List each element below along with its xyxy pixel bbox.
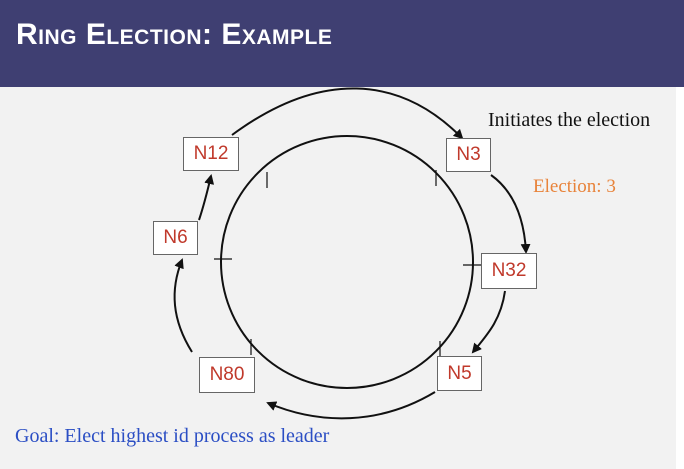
node-n5: N5 bbox=[437, 356, 482, 391]
node-n6: N6 bbox=[153, 221, 198, 255]
arrow-n32-to-n5 bbox=[471, 290, 506, 354]
arrow-n80-to-n6 bbox=[173, 258, 193, 353]
arrow-n12-to-n3 bbox=[231, 87, 464, 140]
ring-arrows bbox=[173, 87, 531, 420]
election-message-label: Election: 3 bbox=[533, 176, 616, 197]
ring-circle bbox=[220, 135, 474, 389]
title-bar: Ring Election: Example bbox=[0, 0, 684, 87]
initiates-election-label: Initiates the election bbox=[488, 109, 651, 131]
arrow-n6-to-n12 bbox=[198, 174, 215, 221]
ring-ticks bbox=[214, 170, 481, 357]
node-n3: N3 bbox=[446, 138, 491, 172]
right-edge-strip bbox=[676, 87, 684, 469]
goal-text: Goal: Elect highest id process as leader bbox=[15, 425, 330, 447]
slide-title: Ring Election: Example bbox=[16, 18, 333, 51]
arrow-n3-to-n32 bbox=[490, 174, 531, 254]
node-n32: N32 bbox=[481, 253, 537, 289]
arrow-n5-to-n80 bbox=[266, 391, 436, 420]
node-n12: N12 bbox=[183, 137, 239, 171]
node-n80: N80 bbox=[199, 357, 255, 393]
